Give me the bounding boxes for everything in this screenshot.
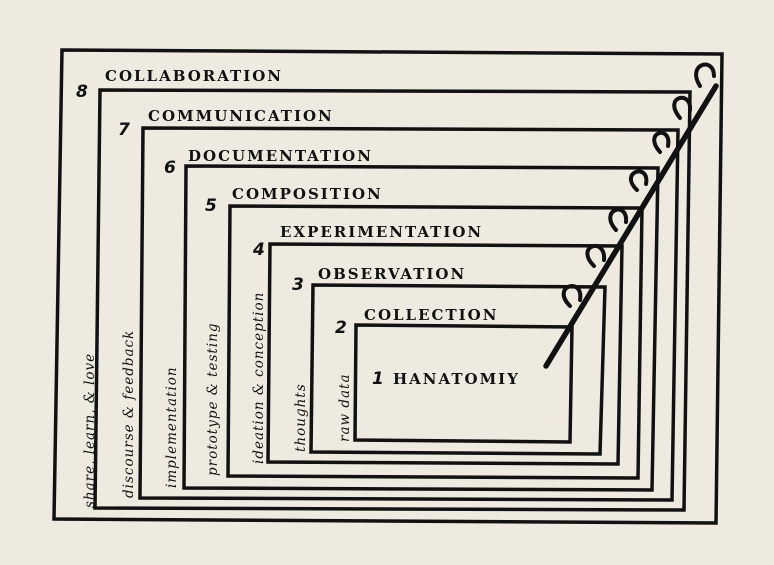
level-8-title: COLLABORATION (105, 67, 283, 85)
box-level-5 (182, 164, 660, 492)
level-4-number: 4 (252, 240, 265, 260)
hook-icon (629, 169, 649, 192)
box-level-4 (226, 204, 644, 480)
level-4-side-label: ideation & conception (251, 292, 267, 464)
diagonal-staff (543, 83, 719, 369)
core-label: HANATOMIY (393, 370, 520, 388)
level-6-title: DOCUMENTATION (188, 147, 373, 165)
level-8-number: 8 (76, 82, 88, 102)
level-3-title: OBSERVATION (318, 265, 466, 283)
level-2-number: 2 (335, 318, 347, 338)
level-5-side-label: prototype & testing (205, 323, 221, 476)
core-number: 1 (372, 369, 384, 389)
level-3-side-label: thoughts (293, 383, 309, 452)
hook-icon (585, 244, 607, 268)
level-5-number: 5 (205, 196, 217, 216)
level-3-number: 3 (292, 275, 304, 295)
level-7-number: 7 (118, 120, 130, 140)
level-7-side-label: discourse & feedback (121, 330, 137, 498)
level-7-title: COMMUNICATION (148, 107, 334, 125)
level-2-title: COLLECTION (364, 306, 498, 324)
box-level-2 (309, 283, 607, 456)
hook-icon (561, 284, 583, 308)
box-level-8 (52, 48, 724, 525)
box-level-1 (353, 323, 574, 444)
level-6-number: 6 (164, 158, 176, 178)
hook-icon (652, 130, 671, 154)
level-5-title: COMPOSITION (232, 185, 383, 203)
hook-icon (694, 62, 716, 88)
level-8-side-label: share, learn, & love (82, 353, 98, 508)
box-level-6 (138, 126, 680, 502)
level-2-side-label: raw data (337, 373, 353, 442)
box-level-3 (266, 242, 624, 466)
hook-icon (608, 207, 629, 232)
level-6-side-label: implementation (164, 366, 180, 488)
level-4-title: EXPERIMENTATION (280, 223, 483, 241)
box-level-7 (93, 88, 692, 512)
hook-icon (672, 95, 693, 120)
